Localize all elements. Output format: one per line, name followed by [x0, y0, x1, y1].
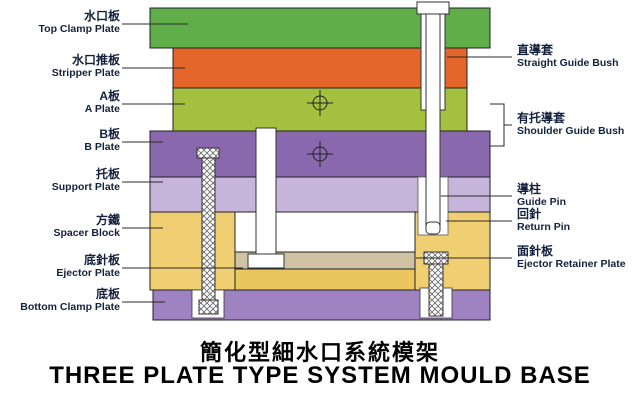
label-ejector-plate-en: Ejector Plate — [56, 267, 120, 279]
label-ejector-plate: 底針板 Ejector Plate — [0, 254, 120, 280]
label-straight-guide-bush-en: Straight Guide Bush — [517, 57, 619, 69]
return-pin — [419, 251, 453, 319]
label-bottom-clamp-plate: 底板 Bottom Clamp Plate — [0, 288, 120, 314]
label-b-plate-zh: B板 — [99, 127, 120, 141]
label-stripper-plate: 水口推板 Stripper Plate — [0, 54, 120, 80]
shoulder-bush-bracket — [490, 103, 505, 147]
label-shoulder-guide-bush-zh: 有托導套 — [517, 111, 566, 125]
label-spacer-block: 方鐵 Spacer Block — [0, 214, 120, 240]
label-b-plate: B板 B Plate — [0, 128, 120, 154]
label-top-clamp-plate-zh: 水口板 — [83, 9, 120, 23]
spacer-block-left — [149, 211, 236, 291]
guide-pin — [425, 13, 441, 235]
label-straight-guide-bush-zh: 直導套 — [517, 43, 554, 57]
label-stripper-plate-zh: 水口推板 — [71, 53, 120, 67]
label-support-plate: 托板 Support Plate — [0, 168, 120, 194]
label-a-plate: A板 A Plate — [0, 90, 120, 116]
label-guide-pin: 導柱 Guide Pin — [517, 183, 640, 209]
label-stripper-plate-en: Stripper Plate — [51, 67, 120, 79]
label-support-plate-zh: 托板 — [95, 167, 120, 181]
label-guide-pin-en: Guide Pin — [517, 196, 567, 208]
left-leader-lines — [122, 23, 243, 303]
label-bottom-clamp-plate-zh: 底板 — [95, 287, 120, 301]
label-return-pin: 回針 Return Pin — [517, 208, 640, 234]
label-shoulder-guide-bush-en: Shoulder Guide Bush — [517, 125, 625, 137]
title-chinese: 簡化型細水口系統模架 — [199, 340, 440, 365]
label-top-clamp-plate: 水口板 Top Clamp Plate — [0, 10, 120, 36]
center-mark-a-plate — [307, 90, 333, 116]
label-spacer-block-zh: 方鐵 — [95, 213, 120, 227]
label-straight-guide-bush: 直導套 Straight Guide Bush — [517, 44, 640, 70]
center-mark-b-plate — [307, 141, 333, 167]
label-bottom-clamp-plate-en: Bottom Clamp Plate — [20, 301, 120, 313]
label-ejector-retainer-plate-en: Ejector Retainer Plate — [517, 258, 626, 270]
support-pillar — [247, 127, 285, 269]
label-guide-pin-zh: 導柱 — [517, 182, 542, 196]
right-leader-lines — [416, 56, 512, 259]
label-b-plate-en: B Plate — [84, 141, 120, 153]
label-a-plate-en: A Plate — [84, 103, 120, 115]
label-shoulder-guide-bush: 有托導套 Shoulder Guide Bush — [517, 112, 640, 138]
ejector-plate — [234, 268, 416, 291]
stop-pin — [191, 147, 225, 319]
stripper-plate — [172, 47, 468, 89]
label-support-plate-en: Support Plate — [51, 181, 120, 193]
label-top-clamp-plate-en: Top Clamp Plate — [38, 23, 120, 35]
label-a-plate-zh: A板 — [99, 89, 120, 103]
label-ejector-retainer-plate: 面針板 Ejector Retainer Plate — [517, 245, 640, 271]
label-ejector-retainer-plate-zh: 面針板 — [517, 244, 554, 258]
label-spacer-block-en: Spacer Block — [53, 227, 120, 239]
title-english: THREE PLATE TYPE SYSTEM MOULD BASE — [49, 362, 591, 389]
label-return-pin-zh: 回針 — [517, 207, 542, 221]
label-ejector-plate-zh: 底針板 — [83, 253, 120, 267]
label-return-pin-en: Return Pin — [517, 221, 571, 233]
